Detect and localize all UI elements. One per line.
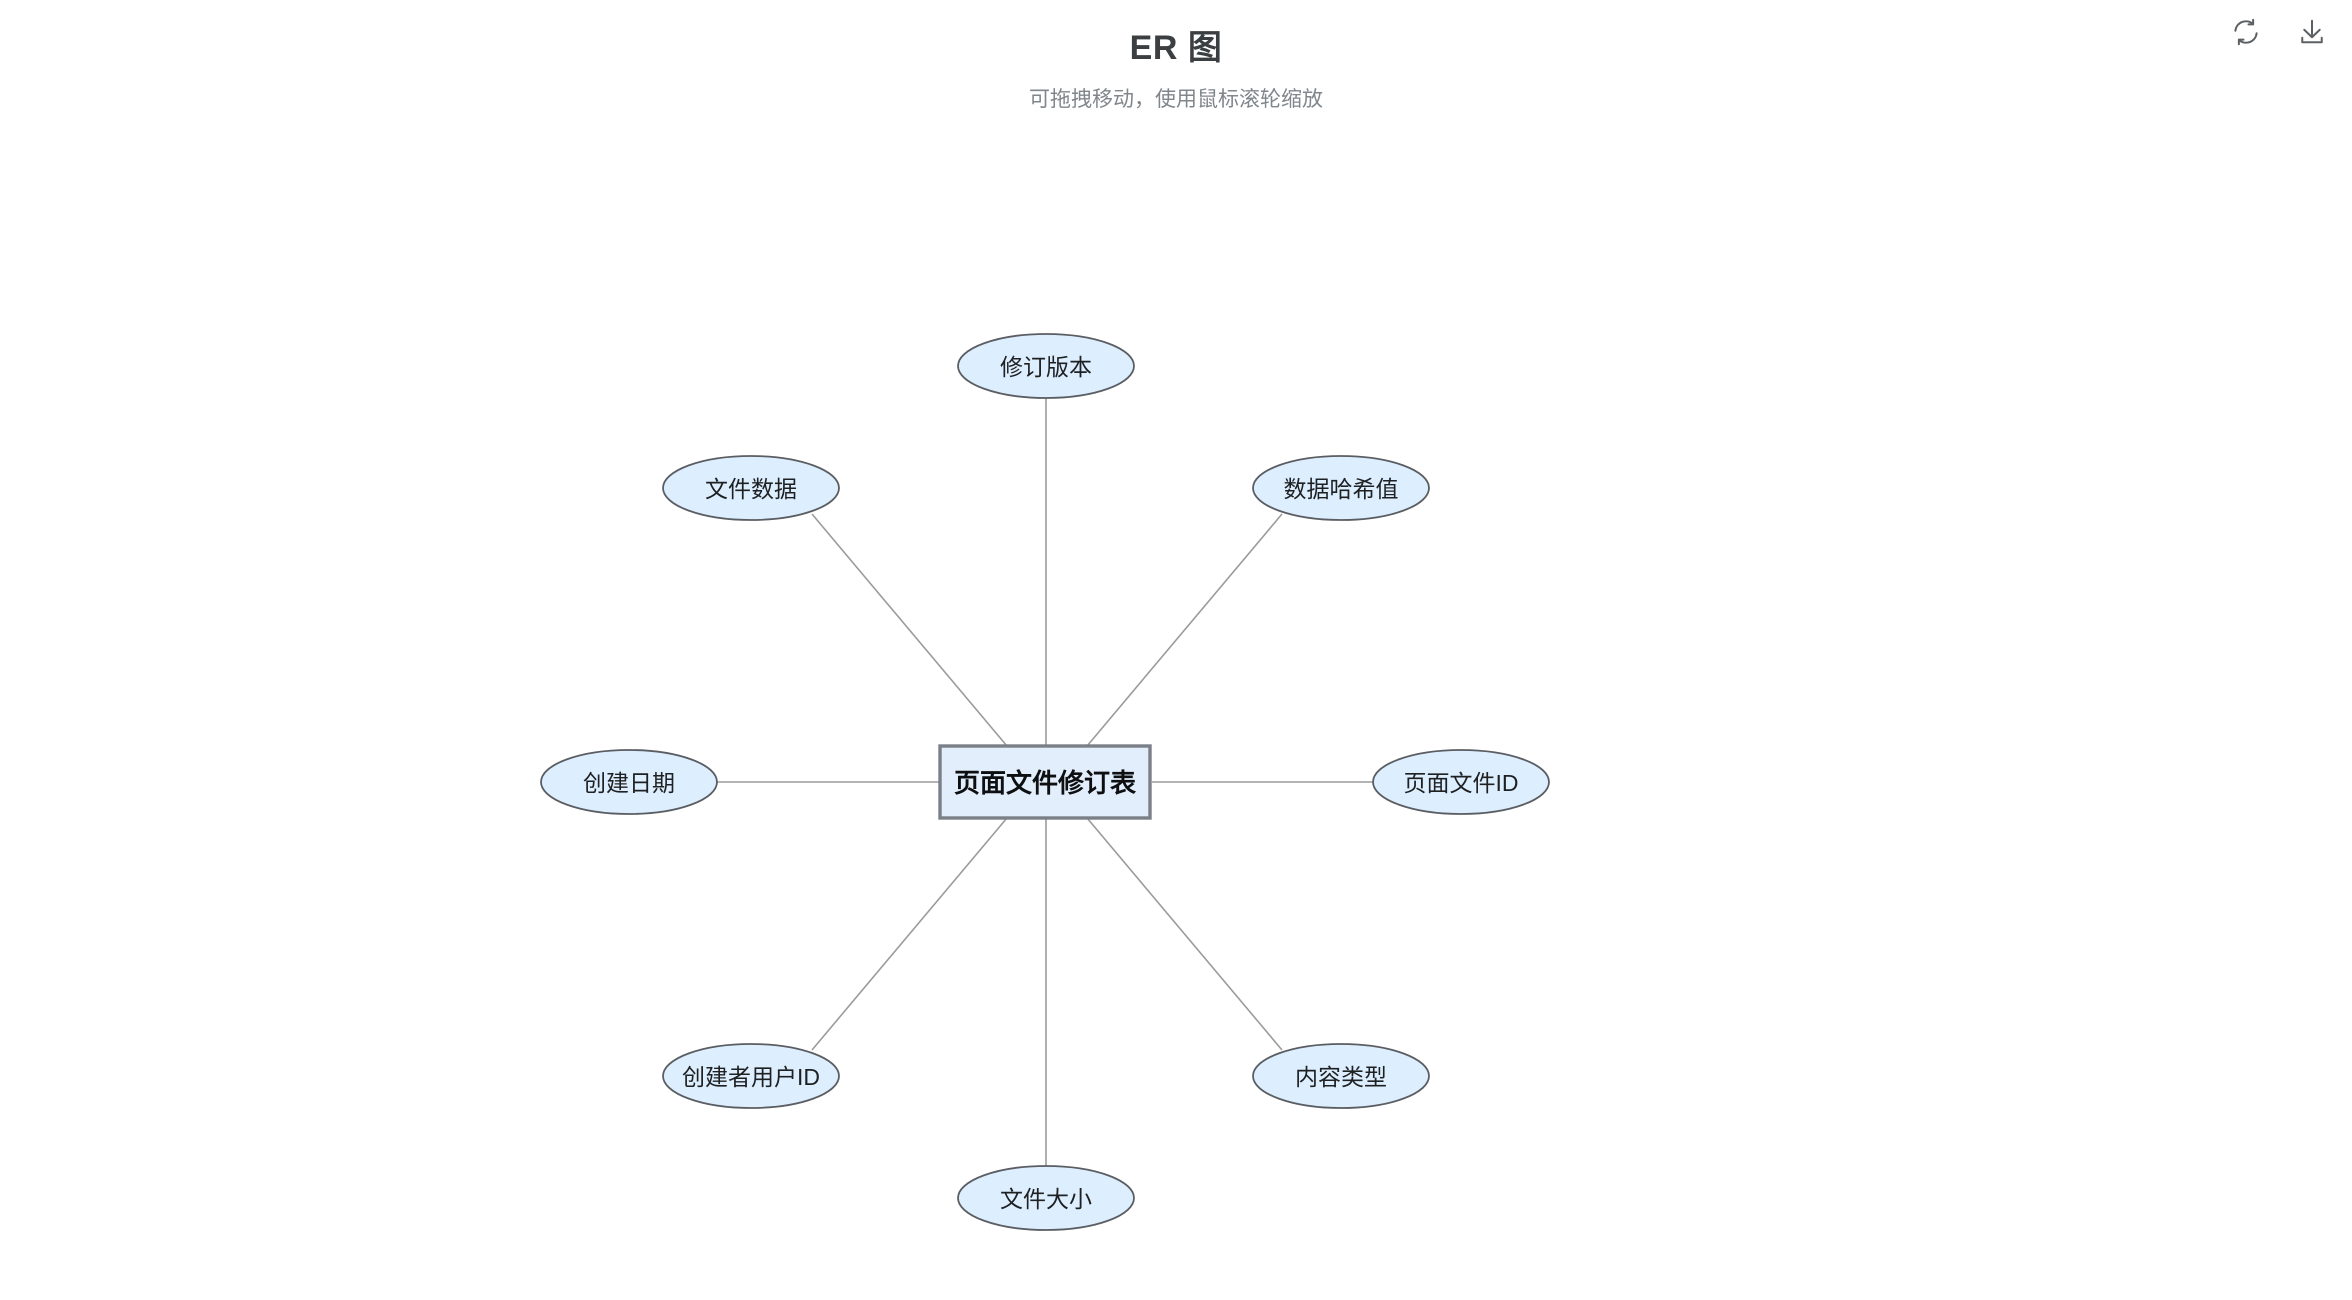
- attribute-ellipse[interactable]: [540, 749, 718, 815]
- attribute-ellipse[interactable]: [957, 1165, 1135, 1231]
- attribute-label: 页面文件ID: [1404, 770, 1519, 796]
- attribute-label: 内容类型: [1295, 1064, 1387, 1090]
- attribute-label: 数据哈希值: [1284, 476, 1399, 502]
- edge-line: [811, 811, 1013, 1051]
- attribute-label: 文件大小: [1000, 1186, 1092, 1212]
- attribute-node[interactable]: 创建日期: [540, 749, 718, 815]
- attribute-node[interactable]: 修订版本: [957, 333, 1135, 399]
- attribute-label: 修订版本: [1000, 354, 1092, 380]
- edges-layer: [717, 398, 1373, 1166]
- attribute-ellipse[interactable]: [1252, 455, 1430, 521]
- entity-rect[interactable]: [938, 744, 1152, 820]
- attribute-node[interactable]: 文件大小: [957, 1165, 1135, 1231]
- attribute-node[interactable]: 创建者用户ID: [662, 1043, 840, 1109]
- edge-line: [1081, 513, 1283, 753]
- toolbar: [2226, 12, 2332, 52]
- attribute-ellipse[interactable]: [957, 333, 1135, 399]
- reset-view-button[interactable]: [2226, 12, 2266, 52]
- attribute-label: 文件数据: [705, 476, 797, 502]
- attribute-node[interactable]: 文件数据: [662, 455, 840, 521]
- attribute-ellipse[interactable]: [1372, 749, 1550, 815]
- attribute-ellipse[interactable]: [1252, 1043, 1430, 1109]
- download-icon: [2297, 17, 2327, 47]
- refresh-icon: [2231, 17, 2261, 47]
- attribute-node[interactable]: 数据哈希值: [1252, 455, 1430, 521]
- entity-node[interactable]: 页面文件修订表: [938, 744, 1152, 820]
- attribute-label: 创建者用户ID: [682, 1064, 820, 1090]
- attribute-ellipse[interactable]: [662, 1043, 840, 1109]
- attribute-node[interactable]: 页面文件ID: [1372, 749, 1550, 815]
- download-button[interactable]: [2292, 12, 2332, 52]
- attribute-label: 创建日期: [583, 770, 675, 796]
- edge-line: [811, 513, 1013, 753]
- entity-label: 页面文件修订表: [954, 768, 1137, 798]
- attribute-node[interactable]: 内容类型: [1252, 1043, 1430, 1109]
- attribute-ellipse[interactable]: [662, 455, 840, 521]
- edge-line: [1081, 811, 1283, 1051]
